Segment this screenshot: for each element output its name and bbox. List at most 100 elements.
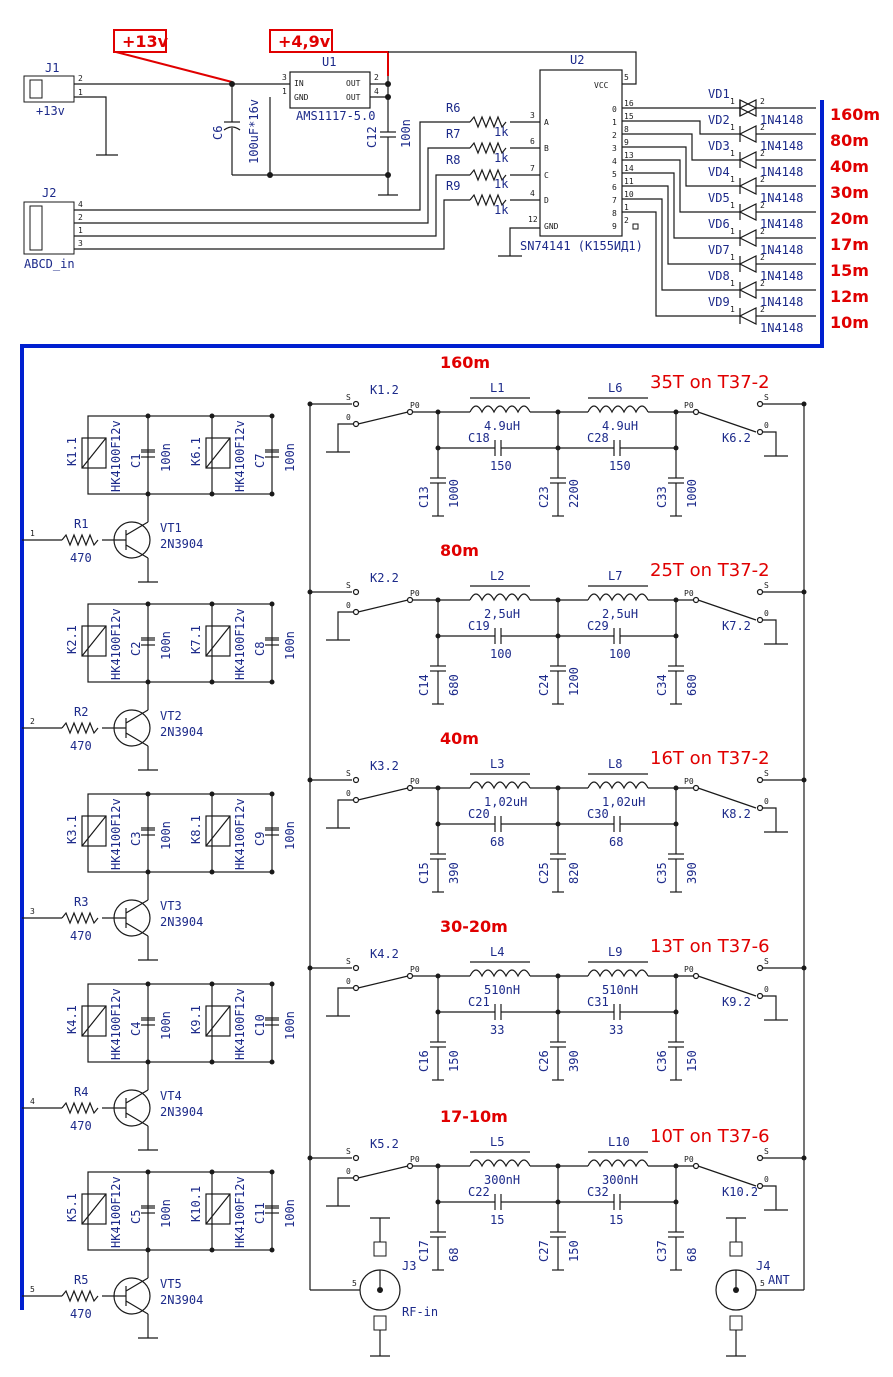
svg-text:2: 2	[760, 305, 765, 314]
diode-ref: VD3	[708, 139, 730, 153]
capacitor-ref: C37	[655, 1240, 669, 1262]
diode-array	[739, 99, 758, 117]
svg-text:0: 0	[764, 609, 769, 618]
diode-ref: VD4	[708, 165, 730, 179]
power-label-49v: +4,9v	[278, 32, 331, 51]
relay-voltage: 12v	[233, 798, 247, 820]
svg-text:3: 3	[530, 111, 535, 120]
capacitor-value: 100n	[283, 1011, 297, 1040]
svg-text:1: 1	[730, 201, 735, 210]
capacitor-value: 100n	[283, 631, 297, 660]
relay-contact-out: K7.2	[722, 619, 751, 633]
inductor-value: 1,02uH	[484, 795, 527, 809]
inductor-value: 300nH	[484, 1173, 520, 1187]
u1-ref: U1	[322, 55, 336, 69]
capacitor-ref: C10	[253, 1014, 267, 1036]
svg-text:1: 1	[730, 279, 735, 288]
svg-text:P0: P0	[410, 965, 420, 974]
capacitor-value: 100n	[283, 821, 297, 850]
svg-text:2: 2	[760, 149, 765, 158]
transistor-ref: VT2	[160, 709, 182, 723]
svg-text:S: S	[346, 393, 351, 402]
capacitor-ref: C15	[417, 862, 431, 884]
svg-text:2: 2	[374, 73, 379, 82]
j4-value: ANT	[768, 1273, 790, 1287]
svg-text:C: C	[544, 171, 549, 180]
svg-text:S: S	[346, 1147, 351, 1156]
resistor-value: 470	[70, 1307, 92, 1321]
j3-value: RF-in	[402, 1305, 438, 1319]
filter-band-title: 17-10m	[440, 1107, 508, 1126]
capacitor-ref: C24	[537, 674, 551, 696]
svg-text:5: 5	[352, 1279, 357, 1288]
capacitor-ref: C1	[129, 454, 143, 468]
inductor-ref: L10	[608, 1135, 630, 1149]
capacitor-value: 1000	[685, 479, 699, 508]
band-label: 80m	[830, 131, 869, 150]
inductor-ref: L4	[490, 945, 504, 959]
svg-text:1: 1	[730, 149, 735, 158]
svg-text:1: 1	[730, 175, 735, 184]
svg-text:0: 0	[764, 1175, 769, 1184]
svg-text:1: 1	[730, 253, 735, 262]
capacitor-value: 100n	[283, 443, 297, 472]
capacitor-ref: C26	[537, 1050, 551, 1072]
inductor-ref: L8	[608, 757, 622, 771]
diode-ref: VD7	[708, 243, 730, 257]
svg-text:2: 2	[760, 279, 765, 288]
svg-text:7: 7	[530, 164, 535, 173]
capacitor-value: 100n	[159, 443, 173, 472]
svg-text:1k: 1k	[494, 151, 509, 165]
inductor-ref: L3	[490, 757, 504, 771]
svg-text:1k: 1k	[494, 203, 509, 217]
inductor-value: 510nH	[484, 983, 520, 997]
svg-text:2: 2	[78, 74, 83, 83]
power-label-49v-box	[269, 29, 333, 53]
relay-voltage: 12v	[109, 420, 123, 442]
relay-coil-ref: K6.1	[189, 437, 203, 466]
svg-text:0: 0	[612, 105, 617, 114]
svg-text:2: 2	[760, 253, 765, 262]
inductor-value: 4.9uH	[484, 419, 520, 433]
capacitor-value: 100	[490, 647, 512, 661]
relay-part: HK4100F	[109, 819, 123, 870]
diode-vd8	[738, 281, 816, 299]
diode-vd3	[738, 151, 816, 169]
svg-text:VCC: VCC	[594, 81, 609, 90]
inductor-ref: L2	[490, 569, 504, 583]
svg-text:4: 4	[78, 200, 83, 209]
capacitor-value: 68	[685, 1248, 699, 1262]
capacitor-value: 100n	[159, 631, 173, 660]
svg-text:1: 1	[730, 123, 735, 132]
svg-text:6: 6	[530, 137, 535, 146]
capacitor-value: 68	[490, 835, 504, 849]
resistor-ref: R3	[74, 895, 88, 909]
relay-contact-out: K9.2	[722, 995, 751, 1009]
svg-text:1: 1	[78, 88, 83, 97]
capacitor-ref: C3	[129, 832, 143, 846]
capacitor-value: 33	[609, 1023, 623, 1037]
svg-text:10: 10	[624, 190, 634, 199]
capacitor-ref: C13	[417, 486, 431, 508]
relay-contact-out: K8.2	[722, 807, 751, 821]
capacitor-value: 100n	[159, 1199, 173, 1228]
capacitor-ref: C23	[537, 486, 551, 508]
svg-text:1: 1	[730, 97, 735, 106]
svg-text:P0: P0	[684, 401, 694, 410]
transistor-part: 2N3904	[160, 915, 203, 929]
capacitor-value: 68	[447, 1248, 461, 1262]
relay-part: HK4100F	[233, 819, 247, 870]
svg-text:S: S	[764, 769, 769, 778]
relay-contact-out: K6.2	[722, 431, 751, 445]
relay-coil-ref: K4.1	[65, 1005, 79, 1034]
u2-decoder	[539, 69, 623, 237]
capacitor-ref: C29	[587, 619, 609, 633]
u1-part: AMS1117-5.0	[296, 109, 375, 123]
band-label: 160m	[830, 105, 880, 124]
diode-ref: VD5	[708, 191, 730, 205]
capacitor-ref: C4	[129, 1022, 143, 1036]
resistor-ref: R4	[74, 1085, 88, 1099]
